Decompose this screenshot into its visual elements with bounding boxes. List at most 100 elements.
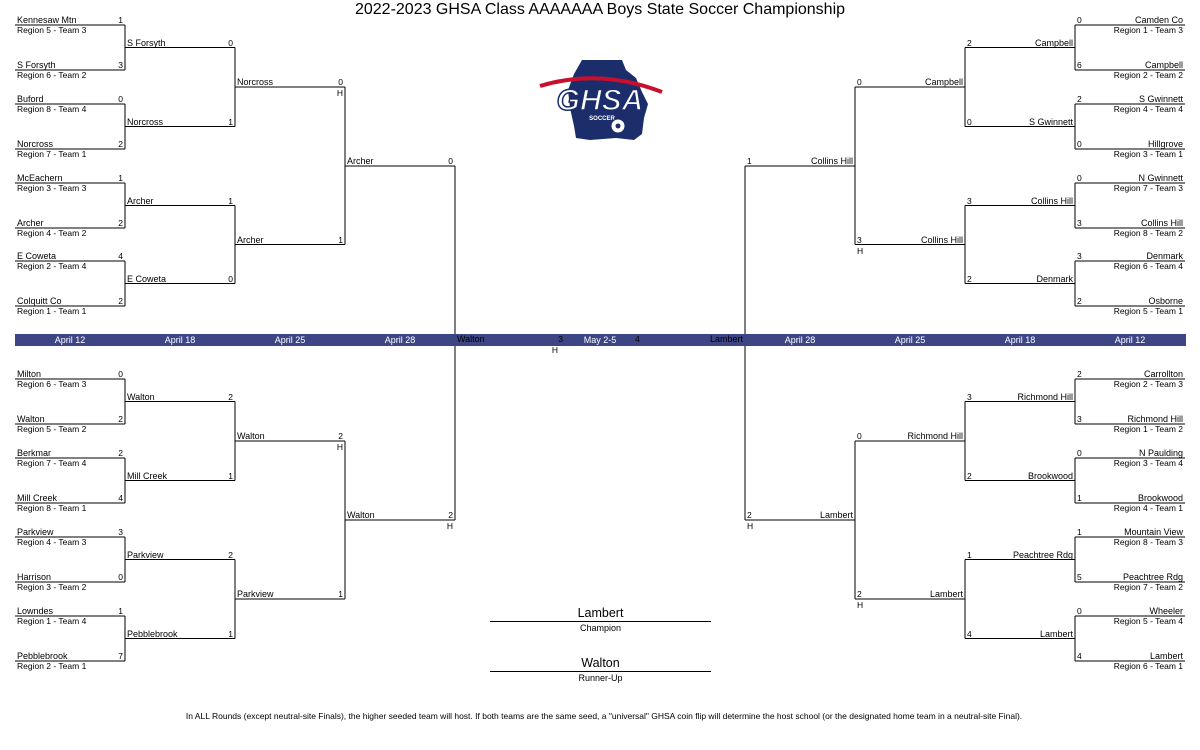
team-name: Richmond Hill bbox=[1127, 414, 1183, 424]
date-left-r3: April 25 bbox=[274, 335, 306, 345]
seed-label: Region 3 - Team 2 bbox=[17, 582, 87, 592]
score: 0 bbox=[857, 77, 862, 87]
team-name: Archer bbox=[237, 234, 264, 245]
seed-label: Region 3 - Team 4 bbox=[1113, 458, 1183, 468]
seed-label: Region 8 - Team 3 bbox=[1113, 537, 1183, 547]
host-marker bbox=[323, 245, 343, 257]
team-name: McEachern bbox=[17, 173, 63, 183]
team-name: Pebblebrook bbox=[127, 628, 178, 639]
score: 0 bbox=[118, 94, 123, 104]
score: 3 bbox=[857, 234, 862, 245]
runner-up-box: Walton Runner-Up bbox=[490, 656, 711, 684]
date-right-r2: April 18 bbox=[1004, 335, 1036, 345]
score: 2 bbox=[118, 448, 123, 458]
team-name: S Gwinnett bbox=[1138, 94, 1183, 104]
team-name: Campbell bbox=[924, 77, 963, 87]
seed-label: Region 2 - Team 1 bbox=[17, 661, 87, 671]
seed-label: Region 1 - Team 4 bbox=[17, 616, 87, 626]
round-dates-bar: April 12 April 18 April 25 April 28 May … bbox=[15, 334, 1186, 346]
footnote: In ALL Rounds (except neutral-site Final… bbox=[185, 711, 1023, 721]
date-right-r4: April 28 bbox=[784, 335, 816, 345]
team-name: Buford bbox=[17, 94, 44, 104]
score: 1 bbox=[338, 234, 343, 245]
team-name: Parkview bbox=[237, 589, 274, 599]
team-name: Walton bbox=[237, 431, 265, 441]
team-name: Walton bbox=[457, 333, 485, 344]
host-marker bbox=[433, 166, 453, 178]
score: 3 bbox=[118, 527, 123, 537]
team-name: Walton bbox=[17, 414, 45, 424]
team-name: Parkview bbox=[127, 549, 164, 560]
team-name: S Forsyth bbox=[17, 60, 56, 70]
team-name: Archer bbox=[17, 218, 44, 228]
team-name: Lambert bbox=[929, 589, 963, 599]
score: 2 bbox=[967, 37, 972, 48]
host-marker: H bbox=[747, 521, 754, 531]
seed-label: Region 1 - Team 3 bbox=[1113, 25, 1183, 35]
seed-label: Region 4 - Team 2 bbox=[17, 228, 87, 238]
team-name: S Gwinnett bbox=[1028, 116, 1073, 127]
score: 0 bbox=[1077, 15, 1082, 25]
score: 2 bbox=[118, 139, 123, 149]
seed-label: Region 2 - Team 3 bbox=[1113, 379, 1183, 389]
score: 3 bbox=[118, 60, 123, 70]
team-name: Walton bbox=[127, 391, 155, 402]
score: 1 bbox=[118, 606, 123, 616]
seed-label: Region 5 - Team 2 bbox=[17, 424, 87, 434]
seed-label: Region 6 - Team 1 bbox=[1113, 661, 1183, 671]
team-name: Norcross bbox=[17, 139, 54, 149]
host-marker bbox=[747, 166, 767, 178]
score: 6 bbox=[1077, 60, 1082, 70]
score: 0 bbox=[448, 155, 453, 166]
host-marker: H bbox=[551, 344, 558, 355]
score: 3 bbox=[1077, 251, 1082, 261]
seed-label: Region 4 - Team 1 bbox=[1113, 503, 1183, 513]
score: 2 bbox=[338, 431, 343, 441]
score: 4 bbox=[1077, 651, 1082, 661]
score: 0 bbox=[118, 572, 123, 582]
host-marker bbox=[857, 441, 877, 453]
team-name: Norcross bbox=[127, 116, 164, 127]
team-name: Archer bbox=[127, 195, 154, 206]
host-marker: H bbox=[336, 442, 343, 452]
score: 4 bbox=[635, 333, 640, 344]
score: 2 bbox=[118, 414, 123, 424]
score: 1 bbox=[747, 155, 752, 166]
score: 0 bbox=[118, 369, 123, 379]
score: 2 bbox=[228, 549, 233, 560]
seed-label: Region 7 - Team 4 bbox=[17, 458, 87, 468]
seed-label: Region 6 - Team 3 bbox=[17, 379, 87, 389]
team-name: Peachtree Rdg bbox=[1122, 572, 1183, 582]
seed-label: Region 7 - Team 1 bbox=[17, 149, 87, 159]
team-name: Brookwood bbox=[1027, 470, 1073, 481]
seed-label: Region 2 - Team 2 bbox=[1113, 70, 1183, 80]
team-name: N Gwinnett bbox=[1138, 173, 1183, 183]
team-name: Lambert bbox=[1039, 628, 1073, 639]
score: 3 bbox=[1077, 218, 1082, 228]
team-name: Peachtree Rdg bbox=[1012, 549, 1073, 560]
score: 0 bbox=[338, 77, 343, 87]
runner-up-label: Runner-Up bbox=[578, 673, 623, 683]
host-marker bbox=[323, 599, 343, 611]
runner-up-name: Walton bbox=[490, 656, 711, 672]
team-name: Camden Co bbox=[1134, 15, 1183, 25]
logo-swoosh bbox=[539, 76, 663, 94]
team-name: Milton bbox=[17, 369, 42, 379]
team-name: N Paulding bbox=[1138, 448, 1183, 458]
date-left-r4: April 28 bbox=[384, 335, 416, 345]
seed-label: Region 6 - Team 2 bbox=[17, 70, 87, 80]
score: 1 bbox=[1077, 527, 1082, 537]
team-name: Mill Creek bbox=[17, 493, 58, 503]
score: 3 bbox=[558, 333, 563, 344]
team-name: Collins Hill bbox=[810, 155, 853, 166]
score: 4 bbox=[967, 628, 972, 639]
team-name: Campbell bbox=[1034, 37, 1073, 48]
score: 5 bbox=[1077, 572, 1082, 582]
score: 0 bbox=[1077, 606, 1082, 616]
score: 2 bbox=[967, 470, 972, 481]
seed-label: Region 6 - Team 4 bbox=[1113, 261, 1183, 271]
ghsa-logo: GHSA SOCCER bbox=[539, 60, 663, 140]
host-marker: H bbox=[336, 88, 343, 98]
